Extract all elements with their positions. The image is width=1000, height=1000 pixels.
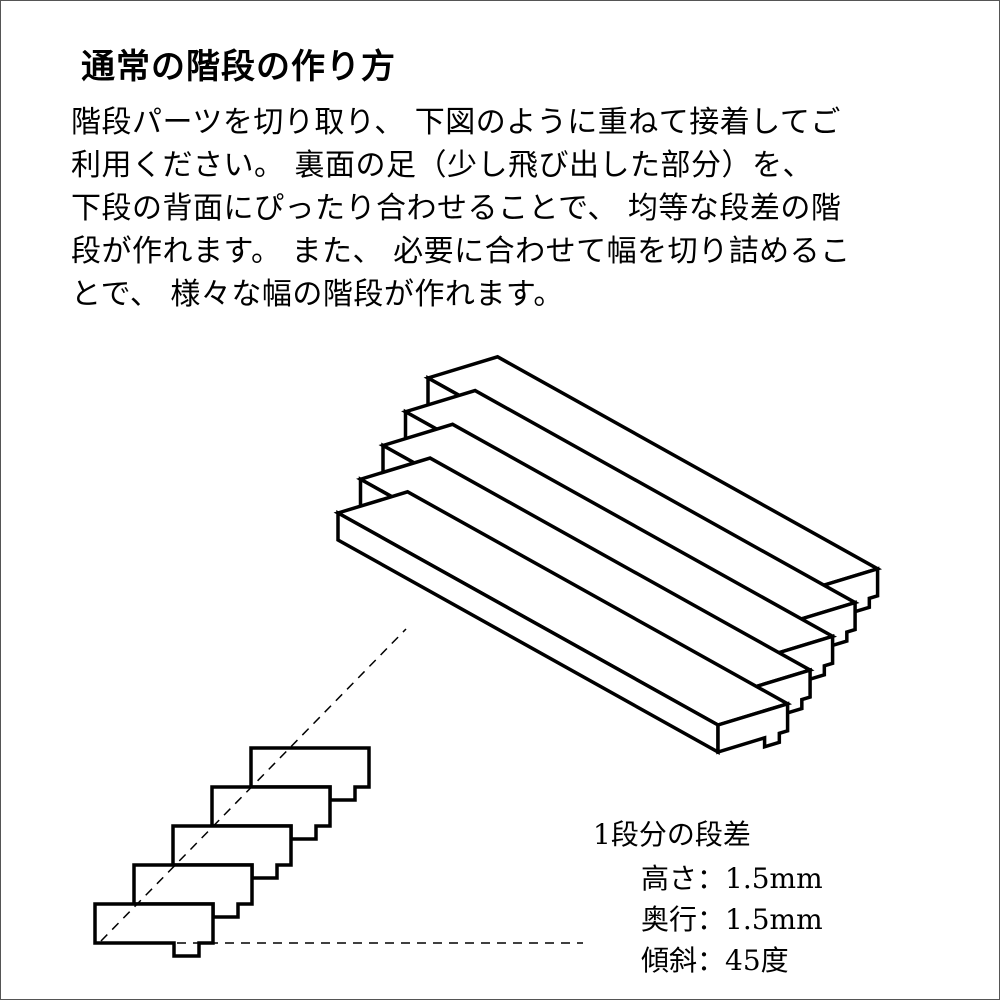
step-end-face (716, 701, 790, 755)
side-view-stairs (93, 746, 371, 958)
isometric-stairs (333, 354, 883, 755)
description-line: 利用ください。 裏面の足（少し飛び出した部分）を、 (71, 148, 814, 183)
spec-depth: 奥行：1.5mm (641, 903, 823, 936)
description-line: 下段の背面にぴったり合わせることで、 均等な段差の階 (71, 191, 842, 226)
spec-height: 高さ：1.5mm (641, 862, 823, 895)
slope-guide-line (100, 628, 407, 942)
spec-heading: 1段分の段差 (593, 818, 751, 851)
iso-step-block (333, 489, 793, 755)
description-line: 段が作れます。 また、 必要に合わせて幅を切り詰めるこ (71, 234, 851, 269)
description-line: とで、 様々な幅の階段が作れます。 (71, 277, 564, 312)
page-title: 通常の階段の作り方 (81, 47, 396, 87)
description: 階段パーツを切り取り、 下図のように重ねて接着してご 利用ください。 裏面の足（… (71, 101, 851, 316)
description-line: 階段パーツを切り取り、 下図のように重ねて接着してご (71, 105, 841, 140)
spec-slope: 傾斜：45度 (641, 944, 789, 977)
